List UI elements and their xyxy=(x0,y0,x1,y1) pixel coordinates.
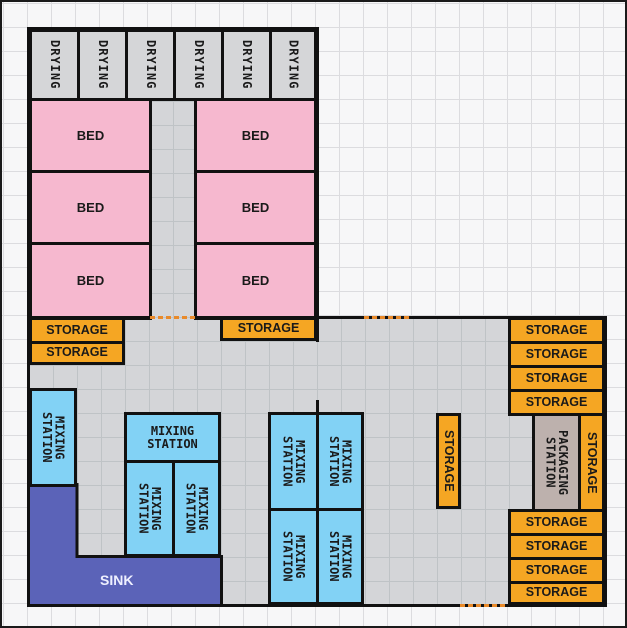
door[interactable] xyxy=(460,604,508,607)
storage[interactable]: STORAGE xyxy=(508,509,605,536)
mixing-station[interactable]: MIXING STATION xyxy=(268,508,319,605)
mixing-station-label: MIXING STATION xyxy=(280,436,308,487)
storage-label: STORAGE xyxy=(525,538,588,553)
storage[interactable]: STORAGE xyxy=(508,389,605,416)
storage[interactable]: STORAGE xyxy=(578,413,605,512)
drying-rack-label: DRYING xyxy=(47,40,62,90)
storage-label: STORAGE xyxy=(525,346,588,361)
drying-rack-label: DRYING xyxy=(191,40,206,90)
storage-label: STORAGE xyxy=(525,562,588,577)
storage-label: STORAGE xyxy=(525,585,588,600)
door[interactable] xyxy=(150,316,197,319)
drying-rack[interactable]: DRYING xyxy=(269,29,317,101)
drying-rack[interactable]: DRYING xyxy=(77,29,128,101)
bed[interactable]: BED xyxy=(194,242,317,320)
storage[interactable]: STORAGE xyxy=(436,413,461,509)
drying-rack-label: DRYING xyxy=(286,40,301,90)
storage[interactable]: STORAGE xyxy=(29,317,125,344)
drying-rack-label: DRYING xyxy=(239,40,254,90)
storage[interactable]: STORAGE xyxy=(508,557,605,584)
drying-rack[interactable]: DRYING xyxy=(221,29,272,101)
storage-label: STORAGE xyxy=(525,394,588,409)
mixing-station-label: MIXING STATION xyxy=(183,483,211,534)
bed[interactable]: BED xyxy=(194,170,317,245)
sink[interactable] xyxy=(27,483,223,607)
bed-label: BED xyxy=(241,127,270,143)
sink-shape xyxy=(27,483,223,607)
storage-label: STORAGE xyxy=(525,370,588,385)
bed-label: BED xyxy=(76,199,105,215)
drying-rack-label: DRYING xyxy=(143,40,158,90)
drying-rack-label: DRYING xyxy=(95,40,110,90)
wall xyxy=(604,316,607,607)
storage[interactable]: STORAGE xyxy=(508,341,605,368)
storage-label: STORAGE xyxy=(585,431,600,494)
packaging-station-label: PACKAGING STATION xyxy=(543,429,571,496)
storage[interactable]: STORAGE xyxy=(508,533,605,560)
storage-label: STORAGE xyxy=(525,514,588,529)
sink-label: SINK xyxy=(100,572,134,588)
wall xyxy=(27,604,607,607)
wall xyxy=(316,316,319,342)
storage-label: STORAGE xyxy=(46,322,108,337)
bed[interactable]: BED xyxy=(194,98,317,173)
wall xyxy=(27,27,319,30)
mixing-station-label: MIXING STATION xyxy=(280,531,308,582)
mixing-station-label: MIXING STATION xyxy=(40,412,67,463)
drying-rack[interactable]: DRYING xyxy=(29,29,80,101)
door[interactable] xyxy=(364,316,412,319)
mixing-station[interactable]: MIXING STATION xyxy=(172,460,221,557)
mixing-station[interactable]: MIXING STATION xyxy=(124,412,221,463)
drying-rack[interactable]: DRYING xyxy=(125,29,176,101)
storage-label: STORAGE xyxy=(46,345,108,360)
wall xyxy=(316,27,319,317)
bed[interactable]: BED xyxy=(29,242,152,320)
storage[interactable]: STORAGE xyxy=(220,317,317,341)
mixing-station[interactable]: MIXING STATION xyxy=(124,460,175,557)
wall xyxy=(316,400,319,414)
storage-label: STORAGE xyxy=(442,430,457,492)
mixing-station[interactable]: MIXING STATION xyxy=(29,388,77,487)
storage[interactable]: STORAGE xyxy=(29,341,125,365)
storage-label: STORAGE xyxy=(525,322,588,337)
mixing-station[interactable]: MIXING STATION xyxy=(316,508,364,605)
bed[interactable]: BED xyxy=(29,98,152,173)
storage[interactable]: STORAGE xyxy=(508,365,605,392)
wall xyxy=(316,316,607,319)
mixing-station-label: MIXING STATION xyxy=(327,436,354,487)
mixing-station[interactable]: MIXING STATION xyxy=(316,412,364,511)
mixing-station-label: MIXING STATION xyxy=(327,531,354,582)
storage[interactable]: STORAGE xyxy=(508,581,605,605)
corridor-floor xyxy=(149,101,197,317)
mixing-station[interactable]: MIXING STATION xyxy=(268,412,319,511)
bed[interactable]: BED xyxy=(29,170,152,245)
bed-label: BED xyxy=(76,273,105,289)
bed-label: BED xyxy=(76,127,105,143)
mixing-station-label: MIXING STATION xyxy=(136,483,164,534)
drying-rack[interactable]: DRYING xyxy=(173,29,224,101)
storage[interactable]: STORAGE xyxy=(508,317,605,344)
bed-label: BED xyxy=(241,273,270,289)
mixing-station-label: MIXING STATION xyxy=(147,423,198,451)
packaging-station[interactable]: PACKAGING STATION xyxy=(532,413,581,512)
bed-label: BED xyxy=(241,199,270,215)
storage-label: STORAGE xyxy=(237,321,300,336)
